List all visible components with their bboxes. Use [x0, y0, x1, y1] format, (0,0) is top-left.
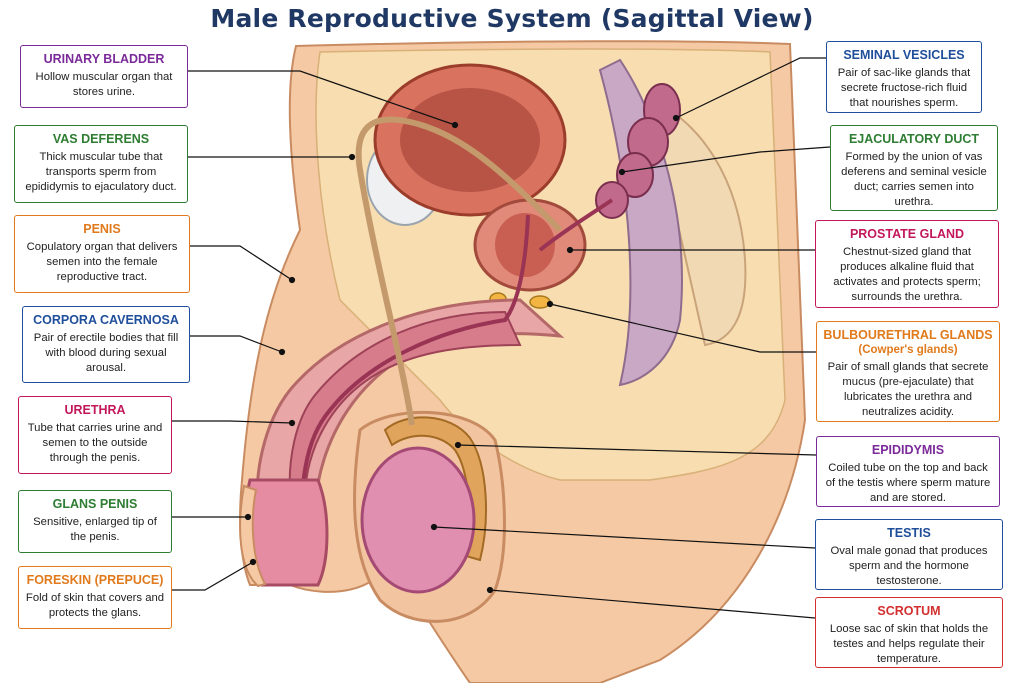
label-desc: Chestnut-sized gland that produces alkal…: [833, 246, 981, 303]
label-title: GLANS PENIS: [52, 497, 138, 511]
leader-ejaculatory-duct: [621, 146, 831, 173]
label-title: TESTIS: [887, 526, 931, 540]
leader-penis: [190, 245, 293, 281]
label-title: EJACULATORY DUCT: [848, 132, 980, 146]
label-title: URETHRA: [64, 403, 126, 417]
label-desc: Pair of erectile bodies that fill with b…: [33, 332, 179, 374]
label-testis: TESTIS Oval male gonad that produces spe…: [815, 519, 1003, 590]
label-title: EPIDIDYMIS: [871, 443, 945, 457]
label-title: BULBOURETHRAL GLANDS: [823, 328, 993, 342]
label-title: URINARY BLADDER: [43, 52, 165, 66]
label-title: SCROTUM: [877, 604, 941, 618]
label-desc: Formed by the union of vas deferens and …: [841, 151, 987, 208]
label-bulbourethral-glands: BULBOURETHRAL GLANDS (Cowper's glands) P…: [816, 321, 1000, 422]
leader-bulbourethral-glands: [549, 303, 816, 353]
epididymis: [383, 416, 487, 562]
label-penis: PENIS Copulatory organ that delivers sem…: [14, 215, 190, 293]
leader-corpora-cavernosa: [190, 335, 283, 353]
label-prostate-gland: PROSTATE GLAND Chestnut-sized gland that…: [815, 220, 999, 308]
label-desc: Loose sac of skin that holds the testes …: [829, 623, 989, 665]
label-desc: Tube that carries urine and semen to the…: [27, 422, 163, 464]
leader-urethra: [172, 420, 293, 424]
label-desc: Fold of skin that covers and protects th…: [25, 592, 165, 619]
label-title: PROSTATE GLAND: [849, 227, 965, 241]
label-glans-penis: GLANS PENIS Sensitive, enlarged tip of t…: [18, 490, 172, 553]
leader-epididymis: [457, 444, 817, 456]
label-desc: Oval male gonad that produces sperm and …: [830, 545, 988, 587]
leader-scrotum: [489, 589, 816, 619]
label-desc: Copulatory organ that delivers semen int…: [26, 241, 178, 283]
label-urethra: URETHRA Tube that carries urine and seme…: [18, 396, 172, 474]
label-title: VAS DEFERENS: [52, 132, 150, 146]
label-desc: Hollow muscular organ that stores urine.: [35, 71, 173, 98]
foreskin: [239, 484, 267, 588]
label-urinary-bladder: URINARY BLADDER Hollow muscular organ th…: [20, 45, 188, 108]
leader-foreskin: [172, 561, 254, 591]
bulbourethral-gland-2: [529, 295, 551, 309]
label-title: FORESKIN (PREPUCE): [26, 573, 164, 587]
bladder-lumen: [400, 88, 540, 192]
label-desc: Coiled tube on the top and back of the t…: [825, 462, 991, 504]
page-title: Male Reproductive System (Sagittal View): [210, 4, 814, 33]
ejaculatory-duct: [538, 198, 614, 252]
label-ejaculatory-duct: EJACULATORY DUCT Formed by the union of …: [830, 125, 998, 211]
label-scrotum: SCROTUM Loose sac of skin that holds the…: [815, 597, 1003, 668]
label-foreskin: FORESKIN (PREPUCE) Fold of skin that cov…: [18, 566, 172, 629]
label-desc: Pair of sac-like glands that secrete fru…: [837, 67, 971, 109]
label-epididymis: EPIDIDYMIS Coiled tube on the top and ba…: [816, 436, 1000, 507]
label-corpora-cavernosa: CORPORA CAVERNOSA Pair of erectile bodie…: [22, 306, 190, 383]
label-title: CORPORA CAVERNOSA: [33, 313, 179, 327]
label-title: PENIS: [83, 222, 121, 236]
leader-testis: [433, 526, 816, 549]
label-desc: Sensitive, enlarged tip of the penis.: [33, 516, 157, 543]
vas-deferens: [355, 116, 563, 426]
label-subtitle: (Cowper's glands): [858, 344, 958, 356]
leader-lines: [172, 57, 831, 619]
label-desc: Pair of small glands that secrete mucus …: [827, 361, 989, 418]
leader-seminal-vesicles: [675, 57, 826, 119]
label-vas-deferens: VAS DEFERENS Thick muscular tube that tr…: [14, 125, 188, 203]
label-title: SEMINAL VESICLES: [843, 48, 965, 62]
label-seminal-vesicles: SEMINAL VESICLES Pair of sac-like glands…: [826, 41, 982, 113]
seminal-vesicles: [595, 83, 681, 219]
testis: [360, 446, 476, 594]
leader-urinary-bladder: [188, 70, 456, 126]
label-desc: Thick muscular tube that transports sper…: [25, 151, 177, 193]
